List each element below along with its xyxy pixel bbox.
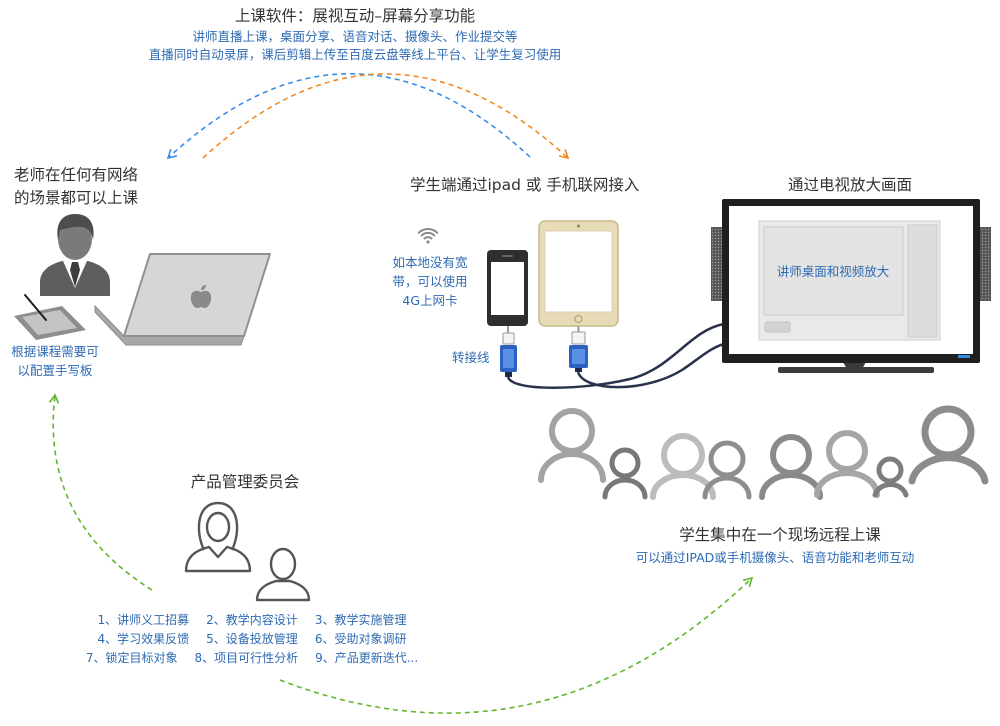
tv-caption: 通过电视放大画面 <box>787 176 912 194</box>
student-icon <box>650 433 716 500</box>
student-icon <box>814 430 880 498</box>
duty-item: 2、教学内容设计 <box>206 613 298 627</box>
wifi-icon <box>417 228 439 244</box>
duty-item: 8、项目可行性分析 <box>194 651 299 665</box>
software-recording-note: 直播同时自动录屏，课后剪辑上传至百度云盘等线上平台、让学生复习使用 <box>148 47 562 62</box>
shared-desktop-area <box>763 226 904 316</box>
adapter-label: 转接线 <box>452 350 490 365</box>
committee-man-icon <box>255 547 311 602</box>
phone-icon <box>487 250 528 326</box>
student-icon <box>759 434 823 500</box>
teacher-caption-line: 老师在任何有网络 <box>14 166 139 184</box>
duty-item: 6、受助对象调研 <box>314 632 407 646</box>
student-icon <box>702 440 752 500</box>
software-arrow-orange <box>202 73 570 160</box>
committee-duties-list: 1、讲师义工招募 2、教学内容设计 3、教学实施管理 4、学习效果反馈 5、设备… <box>52 611 452 668</box>
teacher-caption-line: 的场景都可以上课 <box>14 189 139 207</box>
duty-item: 7、锁定目标对象 <box>85 651 178 665</box>
student-device-caption: 学生端通过ipad 或 手机联网接入 <box>410 176 640 194</box>
network-note-line: 4G上网卡 <box>402 293 458 308</box>
ipad-icon <box>538 220 619 327</box>
tv-speaker-left <box>711 227 722 301</box>
network-note: 如本地没有宽 带，可以使用 4G上网卡 <box>380 253 480 310</box>
tv-screen-label: 讲师桌面和视频放大 <box>776 264 890 279</box>
teacher-caption: 老师在任何有网络 的场景都可以上课 <box>14 164 138 210</box>
software-title: 上课软件：展视互动–屏幕分享功能 <box>234 7 476 25</box>
apple-logo-icon <box>190 285 212 308</box>
committee-to-teacher-arrow <box>48 393 153 591</box>
committee-title: 产品管理委员会 <box>190 473 300 491</box>
ipad-adapter <box>569 326 588 372</box>
shared-window-button <box>764 321 791 333</box>
tablet-note: 根据课程需要可 以配置手写板 <box>5 342 105 380</box>
duty-item: 9、产品更新迭代... <box>315 651 419 665</box>
students-crowd <box>538 405 989 500</box>
software-features: 讲师直播上课，桌面分享、语音对话、摄像头、作业提交等 <box>192 29 518 44</box>
network-note-line: 如本地没有宽 <box>392 255 468 270</box>
tv-icon <box>711 199 991 373</box>
teacher-tie <box>70 262 80 287</box>
stylus-pen <box>24 294 47 321</box>
teacher-hair <box>57 214 94 240</box>
ipad-cable <box>576 342 725 389</box>
student-icon <box>602 447 648 500</box>
student-icon <box>872 456 909 498</box>
phone-adapter <box>500 326 517 377</box>
duty-item: 5、设备投放管理 <box>206 632 298 646</box>
committee-to-students-arrow <box>279 576 754 714</box>
tablet-note-line: 根据课程需要可 <box>11 344 99 359</box>
software-arrow-blue <box>166 72 531 160</box>
duties-row: 1、讲师义工招募 2、教学内容设计 3、教学实施管理 <box>52 611 452 630</box>
writing-tablet-icon <box>14 294 86 340</box>
students-caption: 学生集中在一个现场远程上课 <box>679 526 881 544</box>
laptop-icon <box>94 253 271 346</box>
teacher-icon <box>40 214 110 296</box>
tablet-note-line: 以配置手写板 <box>17 363 93 378</box>
phone-cable <box>506 322 725 389</box>
tv-speaker-right <box>980 227 991 301</box>
shared-sidebar <box>907 224 938 338</box>
student-icon <box>538 408 606 483</box>
network-note-line: 带，可以使用 <box>392 274 468 289</box>
committee-woman-icon <box>184 501 252 573</box>
duty-item: 1、讲师义工招募 <box>97 613 190 627</box>
duty-item: 4、学习效果反馈 <box>97 632 190 646</box>
tv-stand-base <box>778 367 934 373</box>
duty-item: 3、教学实施管理 <box>314 613 407 627</box>
students-note: 可以通过IPAD或手机摄像头、语音功能和老师互动 <box>635 550 915 565</box>
duties-row: 4、学习效果反馈 5、设备投放管理 6、受助对象调研 <box>52 630 452 649</box>
duties-row: 7、锁定目标对象 8、项目可行性分析 9、产品更新迭代... <box>52 649 452 668</box>
tv-power-indicator <box>958 355 970 358</box>
student-icon <box>908 405 989 485</box>
